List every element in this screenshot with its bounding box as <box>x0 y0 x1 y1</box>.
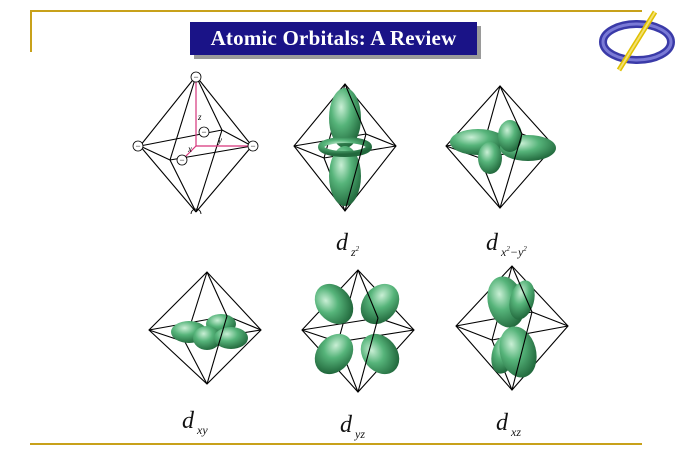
axis-label-y: y <box>217 135 222 145</box>
orbital-dz2-diagram <box>293 83 397 212</box>
ligand-charge: − <box>193 72 198 82</box>
ligand-charge: − <box>250 141 255 151</box>
ligand-charge: − <box>135 141 140 151</box>
octahedron-axes-diagram: z y x − − − − − <box>132 71 259 215</box>
page-title: Atomic Orbitals: A Review <box>190 22 477 55</box>
orbital-dyz-diagram <box>301 269 415 393</box>
orbital-dx2-y2-diagram <box>445 85 556 209</box>
ligand-charge: − <box>201 127 206 137</box>
bottom-rule <box>30 443 642 445</box>
orbital-dxy-diagram <box>148 271 262 385</box>
axis-label-x: x <box>187 144 192 154</box>
orbital-dxz-diagram <box>455 265 569 391</box>
left-rule <box>30 10 32 52</box>
axis-label-z: z <box>197 112 202 122</box>
logo-icon <box>599 10 675 72</box>
ligand-charge: − <box>179 155 184 165</box>
top-rule <box>30 10 642 12</box>
